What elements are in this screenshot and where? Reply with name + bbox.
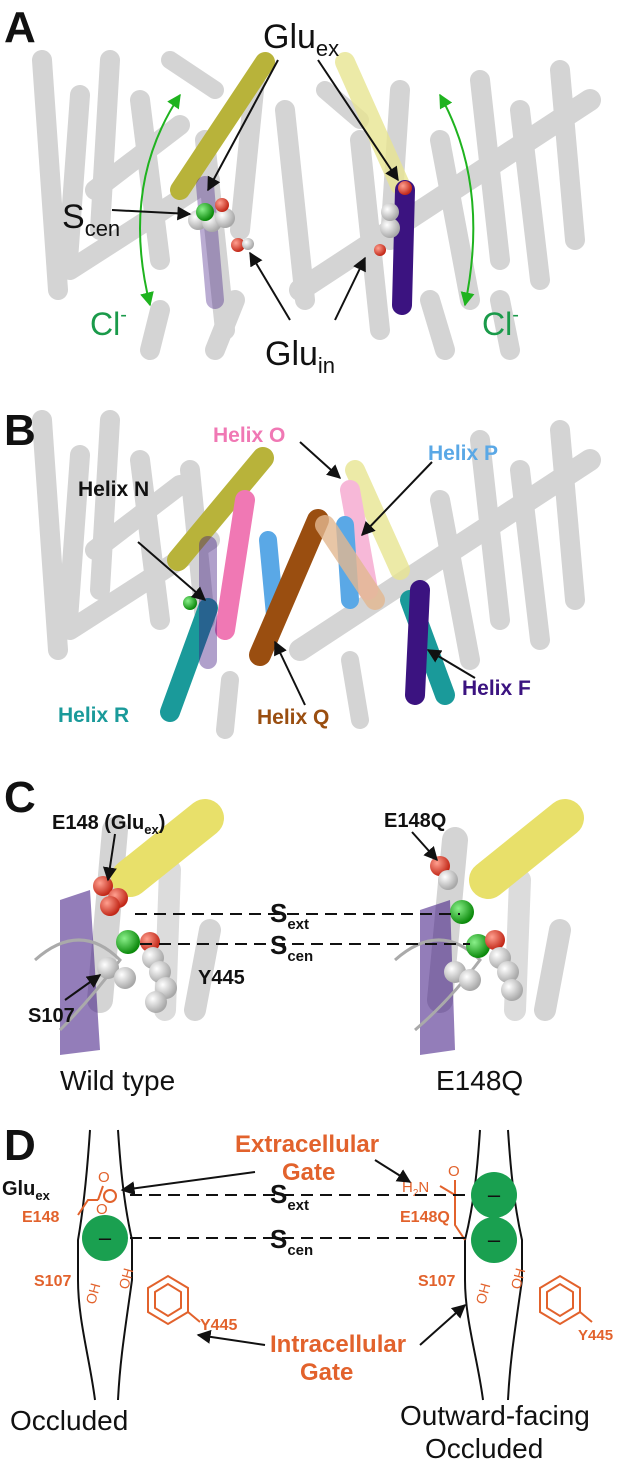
s107-arrow [64,974,102,1001]
chloride-cen-left [82,1215,128,1261]
binding-site-right [374,181,412,256]
occluded-caption: Occluded [10,1405,128,1436]
minus-left-cen: – [99,1225,112,1250]
s-cen-label: Scen [62,198,120,241]
y445-label-d-right: Y445 [578,1327,613,1344]
wild-type-caption: Wild type [60,1065,175,1096]
s107-label-c: S107 [28,1005,75,1027]
helix-p-arrow [361,461,433,537]
outward-facing-caption-1: Outward-facing [400,1400,590,1431]
tyr-ring-left [147,1274,201,1326]
glu-ex-label: Gluex [263,18,339,61]
e148q-structure [394,799,584,1055]
glu-ex-arrow-left [207,59,279,192]
panel-a-label: A [4,3,36,52]
helix-o-label: Helix O [213,424,285,447]
helix-q-label: Helix Q [257,706,329,729]
minus-right-ext: – [488,1182,501,1207]
e148-label-d: E148 [22,1209,59,1226]
glu-ex-arrow-right [317,59,399,182]
minus-right-cen: – [488,1227,501,1252]
oh-tyr-right: OH [507,1266,528,1290]
panel-b-label: B [4,406,36,455]
cl-right-label: Cl- [482,304,519,342]
e148q-arrow [411,831,438,862]
intracellular-gate-label-1: Intracellular [270,1331,406,1358]
glu-in-arrow-right [334,256,366,321]
helix-n-arrow [137,541,207,601]
cl-pathway-left-arrow [139,93,181,307]
extracellular-gate-arrow-left [120,1171,256,1196]
oh-ser-right: OH [472,1281,493,1305]
extracellular-gate-arrow-right [374,1159,412,1183]
helix-q-right-cylinder [315,515,385,610]
helix-f-arrow [426,649,476,679]
glu-ex-helix-right [335,52,410,195]
s107-label-d-right: S107 [418,1273,455,1290]
s-cen-label-c: Scen [270,930,313,965]
left-pore-outline [77,1129,133,1401]
chloride-sphere-b [183,596,197,610]
helix-f-right [392,180,415,315]
glu-in-label: Gluin [265,335,335,378]
helix-r-cylinder [160,598,218,722]
e148-label: E148 (Gluex) [52,812,165,837]
panel-b-gray-helices [32,410,601,739]
helix-f-label: Helix F [462,677,531,700]
e148q-label-d: E148Q [400,1209,450,1226]
helix-o-cylinder [215,490,255,640]
glu-ex-helix-left [170,52,275,200]
tyr-ring-right [539,1274,593,1326]
carboxylate-o: O [98,1169,110,1186]
helix-f-left [196,176,224,309]
e148q-label: E148Q [384,810,446,832]
s-ext-label-d: Sext [270,1179,309,1214]
panel-d: – – – O O O H2N OH OH OH OH [2,1121,613,1464]
helix-n-label: Helix N [78,478,149,501]
cl-pathway-right-arrow [439,93,475,307]
binding-site-left [188,198,254,252]
oh-tyr-left: OH [115,1266,136,1290]
helix-q-arrow [274,640,306,706]
panel-c: C E148 (Gluex) E148Q Sext Scen Y445 S107… [4,773,584,1096]
intracellular-gate-arrow-right [419,1304,467,1346]
s-ext-label-c: Sext [270,898,309,933]
gln-amide [439,1180,466,1241]
helix-f-cylinder [405,580,430,705]
s-cen-label-d: Scen [270,1224,313,1259]
helix-r-label: Helix R [58,704,129,727]
amide-o: O [448,1163,460,1180]
glu-in-arrow-left [249,251,291,321]
intracellular-gate-label-2: Gate [300,1359,353,1386]
outward-facing-caption-2: Occluded [425,1433,543,1464]
e148-arrow [102,833,117,882]
s107-label-d-left: S107 [34,1273,71,1290]
helix-o-arrow [299,441,342,479]
s-cen-arrow [111,206,192,221]
cl-left-label: Cl- [90,304,127,342]
helix-p-label: Helix P [428,442,498,465]
chloride-cen-right [471,1217,517,1263]
y445-label-d-left: Y445 [200,1317,237,1334]
oh-ser-left: OH [82,1281,103,1305]
y445-label-c: Y445 [198,967,245,989]
carboxylate-o2: O [96,1201,108,1218]
helix-q-cylinder [249,509,329,666]
amide-h2n: H2N [402,1179,429,1199]
panel-c-label: C [4,773,36,822]
panel-d-label: D [4,1121,36,1170]
intracellular-gate-arrow-left [196,1329,266,1346]
glu-ex-label-d: Gluex [2,1178,51,1203]
extracellular-gate-label-1: Extracellular [235,1131,379,1158]
helix-n-cylinder [167,447,274,571]
glu-ex-carboxylate [77,1185,117,1216]
e148q-caption: E148Q [436,1065,523,1096]
right-pore-outline [464,1129,523,1401]
extracellular-gate-label-2: Gate [282,1159,335,1186]
panel-b: B Helix N Helix O Helix P Helix F Helix … [4,406,601,739]
chloride-ext-right [471,1172,517,1218]
panel-a: A Gluex Scen Gluin Cl- Cl- [4,3,601,378]
